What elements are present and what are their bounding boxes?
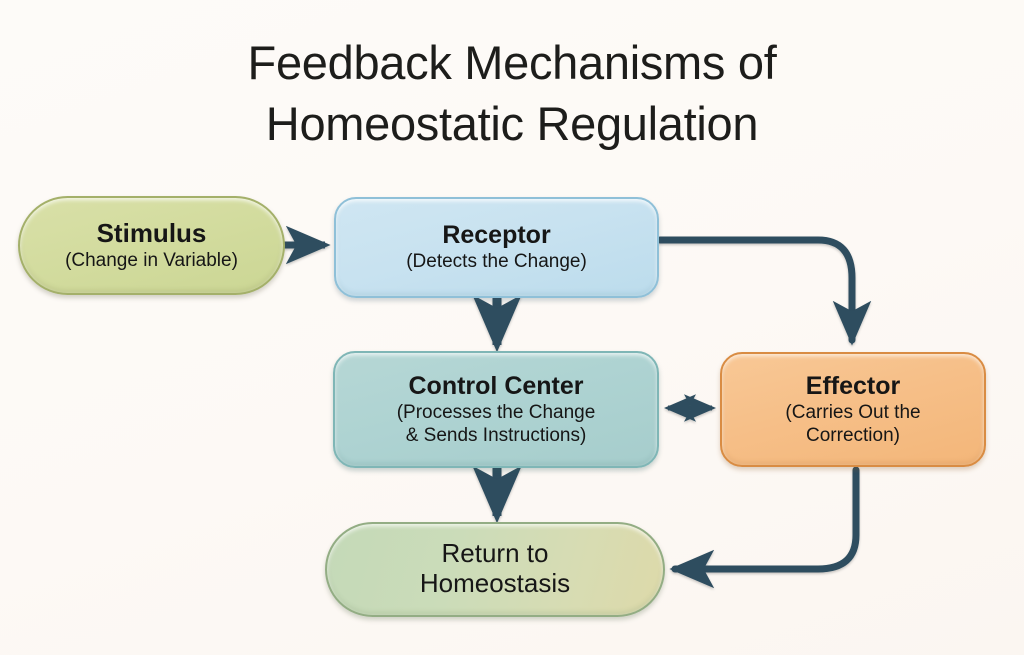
node-stimulus[interactable]: Stimulus (Change in Variable) bbox=[18, 196, 285, 295]
node-stimulus-subtitle: (Change in Variable) bbox=[65, 249, 238, 271]
arrow-receptor-to-effector bbox=[656, 236, 872, 346]
node-receptor[interactable]: Receptor (Detects the Change) bbox=[334, 197, 659, 298]
node-return-to-homeostasis[interactable]: Return to Homeostasis bbox=[325, 522, 665, 617]
node-receptor-title: Receptor bbox=[442, 221, 551, 250]
node-control-center[interactable]: Control Center (Processes the Change & S… bbox=[333, 351, 659, 468]
page-title: Feedback Mechanisms of Homeostatic Regul… bbox=[247, 36, 777, 151]
node-control-center-title: Control Center bbox=[408, 371, 584, 400]
node-effector[interactable]: Effector (Carries Out the Correction) bbox=[720, 352, 986, 467]
node-receptor-subtitle: (Detects the Change) bbox=[406, 251, 587, 273]
node-stimulus-title: Stimulus bbox=[96, 217, 207, 248]
node-effector-subtitle: (Carries Out the Correction) bbox=[785, 401, 921, 446]
node-effector-title: Effector bbox=[805, 371, 901, 400]
node-return-to-homeostasis-title: Return to Homeostasis bbox=[419, 538, 571, 598]
node-control-center-subtitle: (Processes the Change & Sends Instructio… bbox=[396, 401, 596, 446]
arrow-effector-to-return bbox=[669, 466, 860, 589]
